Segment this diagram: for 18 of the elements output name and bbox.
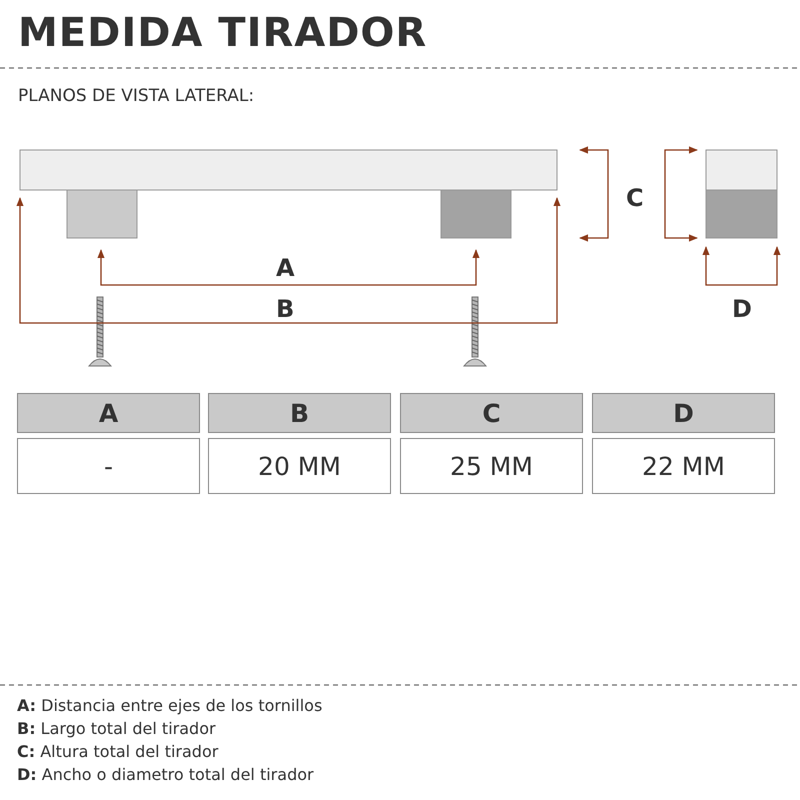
table-header-cell: B <box>208 393 391 433</box>
dimension-label: A <box>276 254 295 282</box>
note-text: C: Altura total del tirador <box>17 742 218 761</box>
dimension-label: D <box>732 295 752 323</box>
note-text: D: Ancho o diametro total del tirador <box>17 765 314 784</box>
table-header-cell: D <box>592 393 775 433</box>
dimension-label: C <box>626 184 644 212</box>
table-cell: 25 MM <box>400 438 583 494</box>
table-cell: 22 MM <box>592 438 775 494</box>
table-cell: - <box>17 438 200 494</box>
table-header-cell: C <box>400 393 583 433</box>
note-text: A: Distancia entre ejes de los tornillos <box>17 696 322 715</box>
page-title: MEDIDA TIRADOR <box>18 10 428 56</box>
table-cell: 20 MM <box>208 438 391 494</box>
table-header-cell: A <box>17 393 200 433</box>
section-heading: PLANOS DE VISTA LATERAL: <box>18 86 254 106</box>
note-text: B: Largo total del tirador <box>17 719 216 738</box>
dimension-label: B <box>276 295 294 323</box>
